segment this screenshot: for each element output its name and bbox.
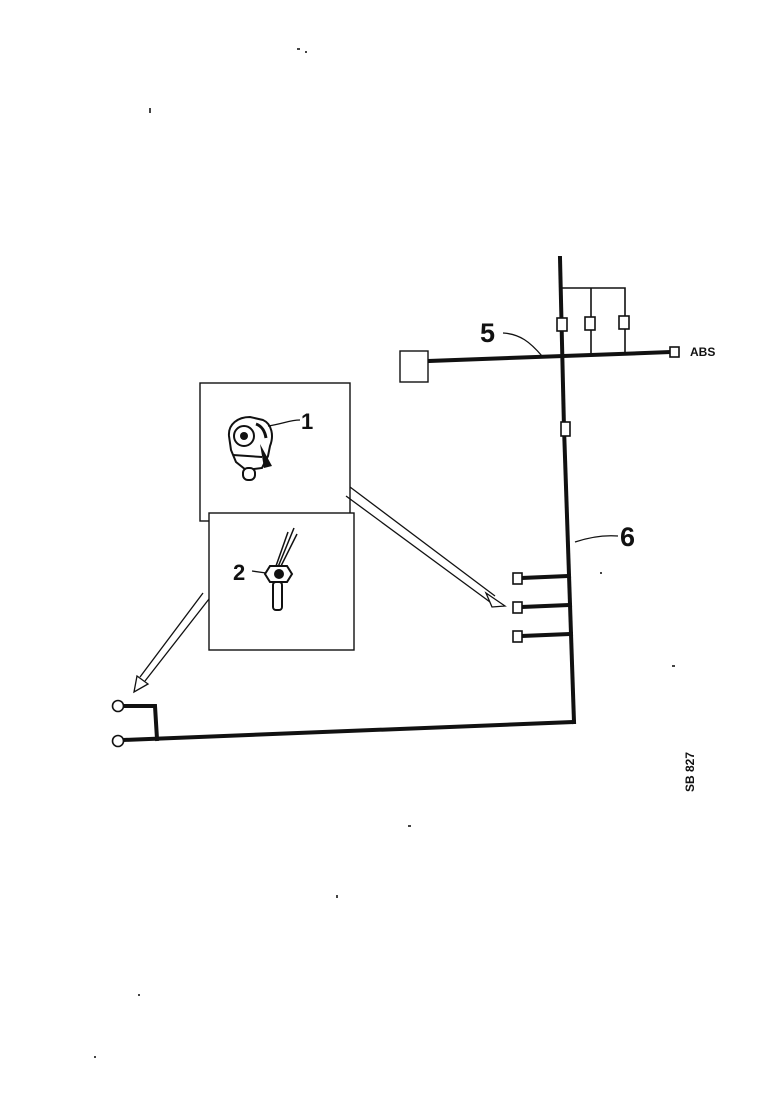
branch-connector-b xyxy=(518,602,573,610)
location-arrows xyxy=(133,486,507,694)
fuse-3 xyxy=(618,315,630,330)
branch-abs xyxy=(425,349,675,364)
callout-2-leader xyxy=(251,570,267,574)
callout-2: 2 xyxy=(233,560,245,585)
arrow-2-head xyxy=(133,674,150,694)
arrow-1-shaft-b xyxy=(345,495,491,603)
callout-5-leader xyxy=(502,332,543,357)
callout-6: 6 xyxy=(620,522,635,552)
terminal-upper-lead xyxy=(121,704,160,742)
bottom-run xyxy=(120,719,577,743)
trunk-upper xyxy=(557,255,567,431)
callout-1: 1 xyxy=(301,409,313,434)
callout-5: 5 xyxy=(480,318,495,348)
arrow-2-shaft-b xyxy=(139,592,204,678)
abs-connector xyxy=(669,346,680,358)
fuse-1 xyxy=(556,317,568,332)
component-1-drawing xyxy=(227,415,273,481)
abs-label: ABS xyxy=(690,345,715,359)
panel-item-1 xyxy=(199,382,351,522)
harness-5: ABS 5 xyxy=(399,255,715,431)
terminal-lower xyxy=(111,734,125,748)
arrow-2-shaft-a xyxy=(144,598,210,682)
branch-connector-c xyxy=(518,631,574,639)
component-panels: 1 2 xyxy=(199,382,355,651)
harness-6: 6 xyxy=(111,421,635,748)
component-2-drawing xyxy=(263,527,298,611)
inline-connector xyxy=(560,421,571,437)
fuse-2 xyxy=(584,316,596,331)
scan-specks xyxy=(94,48,675,1058)
connector-c xyxy=(512,630,523,643)
figure-id: SB 827 xyxy=(683,752,697,792)
terminal-upper xyxy=(111,699,125,713)
branch-connector-a xyxy=(518,573,572,581)
callout-1-leader xyxy=(267,419,301,427)
connector-a xyxy=(512,572,523,585)
control-unit-box xyxy=(399,350,429,383)
arrow-1-head xyxy=(484,591,507,608)
arrow-1-shaft-a xyxy=(349,486,496,597)
callout-6-leader xyxy=(574,535,619,543)
connector-b xyxy=(512,601,523,614)
